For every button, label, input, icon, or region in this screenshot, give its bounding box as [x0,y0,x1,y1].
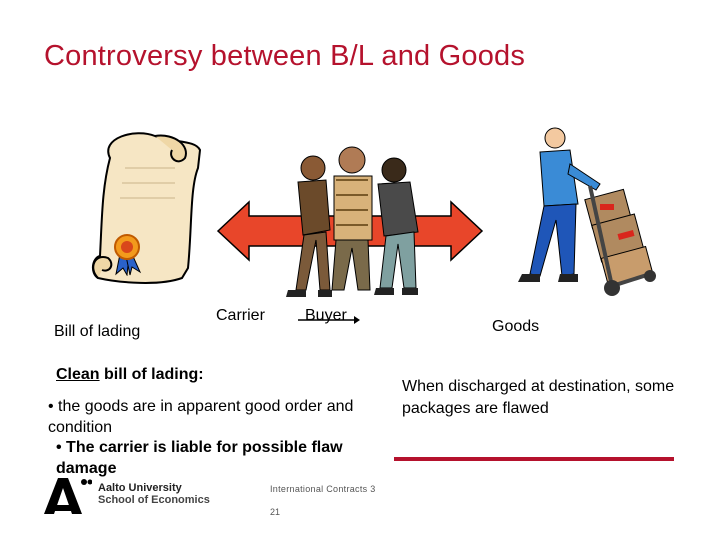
people-tug-of-war-icon [286,146,419,297]
buyer-underline-arrow-icon [298,316,360,324]
logo-text-school: School of Economics [98,494,210,506]
logo-text-university: Aalto University [98,482,182,494]
clean-bl-bullet-1: • the goods are in apparent good order a… [48,398,354,436]
clean-bl-heading-rest: bill of lading: [99,366,204,383]
label-goods: Goods [492,318,540,335]
clean-bl-heading: Clean bill of lading: [56,366,204,384]
delivery-man-icon [518,127,656,296]
ribbon-seal-icon [114,234,142,276]
slide-title: Controversy between B/L and Goods [44,40,526,72]
aalto-logo-icon [44,478,92,514]
page-number: 21 [270,507,281,517]
divider-rule [394,457,674,461]
clean-word: Clean [56,366,100,383]
discharge-note: When discharged at destination, some pac… [402,378,675,417]
footer-course: International Contracts 3 [270,484,376,494]
label-bill-of-lading: Bill of lading [54,323,141,340]
label-carrier: Carrier [216,307,265,324]
clean-bl-bullet-2: • The carrier is liable for possible fla… [56,439,343,477]
